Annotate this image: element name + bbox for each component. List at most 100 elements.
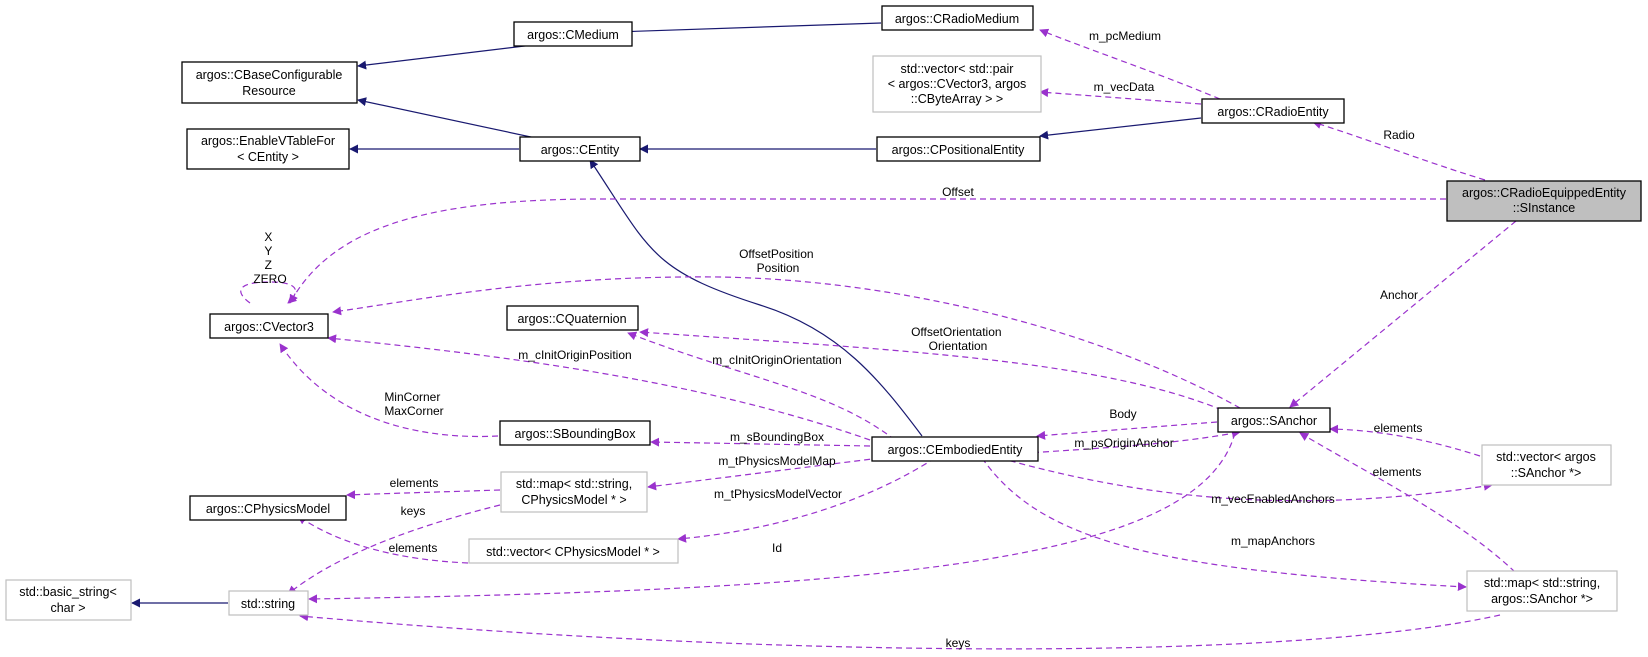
class-node-cradiomedium[interactable]: argos::CRadioMedium xyxy=(881,5,1034,31)
edge-label-self-loop: X Y Z ZERO xyxy=(253,230,286,286)
svg-text:argos::CEntity: argos::CEntity xyxy=(541,143,620,157)
inherit-edge-cradioentity-cpositional xyxy=(1039,117,1202,140)
svg-text:std::map< std::string,: std::map< std::string, xyxy=(516,477,632,491)
class-node-cradioentity[interactable]: argos::CRadioEntity xyxy=(1201,98,1345,124)
class-node-stdmap-physicsmodel[interactable]: std::map< std::string, CPhysicsModel * > xyxy=(500,471,648,513)
edge-label-m-sboundingbox: m_sBoundingBox xyxy=(730,430,824,444)
edge-label-body: Body xyxy=(1109,407,1136,421)
edge-labels: m_pcMedium m_vecData Radio Offset Anchor… xyxy=(253,29,1422,650)
svg-text:argos::CRadioMedium: argos::CRadioMedium xyxy=(895,12,1019,26)
svg-text:::SAnchor *>: ::SAnchor *> xyxy=(1511,466,1582,480)
use-edge-body xyxy=(1036,421,1218,440)
svg-text:::SInstance: ::SInstance xyxy=(1513,201,1576,215)
use-edge-offsetorientation xyxy=(639,328,1223,411)
class-node-sanchor[interactable]: argos::SAnchor xyxy=(1217,407,1331,433)
svg-text:argos::EnableVTableFor: argos::EnableVTableFor xyxy=(201,134,335,148)
class-node-stdvector-pair[interactable]: std::vector< std::pair < argos::CVector3… xyxy=(872,55,1042,113)
class-node-sboundingbox[interactable]: argos::SBoundingBox xyxy=(499,420,651,446)
class-node-basic-string[interactable]: std::basic_string< char > xyxy=(5,579,132,621)
class-node-centity[interactable]: argos::CEntity xyxy=(519,136,641,162)
edge-label-m-pcmedium: m_pcMedium xyxy=(1089,29,1161,43)
use-edge-elements-physvec xyxy=(297,515,469,564)
svg-text:char >: char > xyxy=(50,601,85,615)
class-node-stdstring[interactable]: std::string xyxy=(228,590,309,616)
svg-text:< CEntity >: < CEntity > xyxy=(237,150,299,164)
edge-label-keys-anchor: keys xyxy=(946,636,971,650)
edge-label-radio: Radio xyxy=(1383,128,1415,142)
class-node-cbaseconfigurableresource[interactable]: argos::CBaseConfigurable Resource xyxy=(181,61,358,104)
use-edge-offset xyxy=(289,198,1446,304)
svg-text:argos::CQuaternion: argos::CQuaternion xyxy=(517,312,626,326)
edge-label-offset: Offset xyxy=(942,185,974,199)
svg-text:std::vector< argos: std::vector< argos xyxy=(1496,450,1596,464)
class-node-stdmap-sanchor[interactable]: std::map< std::string, argos::SAnchor *> xyxy=(1466,570,1618,612)
class-node-cquaternion[interactable]: argos::CQuaternion xyxy=(506,305,639,331)
use-edge-offsetposition xyxy=(332,276,1241,409)
edge-label-elements-physmap: elements xyxy=(390,476,439,490)
svg-text:CPhysicsModel * >: CPhysicsModel * > xyxy=(521,493,626,507)
edge-label-id: Id xyxy=(772,541,782,555)
edge-label-m-cinitoriginposition: m_cInitOriginPosition xyxy=(518,348,631,362)
svg-text:< argos::CVector3, argos: < argos::CVector3, argos xyxy=(888,77,1027,91)
svg-text:Resource: Resource xyxy=(242,84,296,98)
use-edge-m-tphysicsmodelvector xyxy=(677,457,936,543)
svg-text:::CByteArray > >: ::CByteArray > > xyxy=(911,92,1003,106)
class-node-cpositionalentity[interactable]: argos::CPositionalEntity xyxy=(876,136,1041,162)
edge-label-elements-physvec: elements xyxy=(389,541,438,555)
svg-text:std::string: std::string xyxy=(241,597,295,611)
svg-text:argos::SAnchor: argos::SAnchor xyxy=(1231,414,1317,428)
edges xyxy=(131,22,1517,650)
use-edge-id xyxy=(308,432,1236,604)
class-node-cvector3[interactable]: argos::CVector3 xyxy=(209,313,329,339)
class-node-enablevtablefor[interactable]: argos::EnableVTableFor < CEntity > xyxy=(186,128,350,170)
use-edge-keys-physmap xyxy=(287,504,501,595)
use-edge-m-pcmedium xyxy=(1039,28,1221,100)
svg-text:argos::SAnchor *>: argos::SAnchor *> xyxy=(1491,592,1593,606)
edge-label-elements-vec: elements xyxy=(1374,421,1423,435)
use-edge-m-cinitoriginorientation xyxy=(627,331,896,441)
class-node-stdvector-sanchor[interactable]: std::vector< argos ::SAnchor *> xyxy=(1481,444,1612,486)
use-edge-elements-map-anchor xyxy=(1299,432,1516,573)
class-node-stdvector-physicsmodel[interactable]: std::vector< CPhysicsModel * > xyxy=(468,538,679,564)
edge-label-m-tphysicsmodelvector: m_tPhysicsModelVector xyxy=(714,487,842,501)
edge-label-keys-physmap: keys xyxy=(401,504,426,518)
use-edge-elements-vec xyxy=(1329,424,1481,457)
svg-text:argos::CPhysicsModel: argos::CPhysicsModel xyxy=(206,502,330,516)
svg-text:argos::CMedium: argos::CMedium xyxy=(527,28,619,42)
use-edge-keys-anchor xyxy=(299,612,1501,650)
edge-label-offsetposition: OffsetPosition Position xyxy=(739,247,817,275)
use-edge-m-vecenabledanchors xyxy=(999,457,1493,502)
use-edge-m-sboundingbox xyxy=(650,437,871,447)
inherit-edge-cmedium-cbaseconfigurable xyxy=(357,43,542,70)
class-node-cphysicsmodel[interactable]: argos::CPhysicsModel xyxy=(189,495,347,521)
nodes: argos::CMedium argos::CRadioMedium argos… xyxy=(5,5,1642,621)
use-edge-m-psoriginanchor xyxy=(1012,429,1241,455)
edge-label-offsetorientation: OffsetOrientation Orientation xyxy=(911,325,1005,353)
inherit-edge-cradiomedium-cmedium xyxy=(614,22,882,37)
use-edge-mincorner xyxy=(279,343,499,438)
svg-text:argos::SBoundingBox: argos::SBoundingBox xyxy=(515,427,637,441)
edge-label-anchor: Anchor xyxy=(1380,288,1418,302)
use-edge-m-vecdata xyxy=(1039,88,1202,105)
svg-text:std::basic_string<: std::basic_string< xyxy=(19,585,117,599)
class-node-sinstance[interactable]: argos::CRadioEquippedEntity ::SInstance xyxy=(1446,180,1642,222)
use-edge-m-tphysicsmodelmap xyxy=(647,457,881,491)
edge-label-mincorner: MinCorner MaxCorner xyxy=(384,390,443,418)
edge-label-m-psoriginanchor: m_psOriginAnchor xyxy=(1074,436,1173,450)
svg-text:std::vector< CPhysicsModel * >: std::vector< CPhysicsModel * > xyxy=(486,545,660,559)
svg-text:argos::CPositionalEntity: argos::CPositionalEntity xyxy=(892,143,1025,157)
edge-label-m-tphysicsmodelmap: m_tPhysicsModelMap xyxy=(718,454,836,468)
edge-label-m-vecenabledanchors: m_vecEnabledAnchors xyxy=(1211,492,1334,506)
class-node-cmedium[interactable]: argos::CMedium xyxy=(513,21,633,47)
edge-label-m-cinitoriginorientation: m_cInitOriginOrientation xyxy=(712,353,841,367)
svg-text:argos::CRadioEquippedEntity: argos::CRadioEquippedEntity xyxy=(1462,186,1627,200)
use-edge-radio xyxy=(1312,120,1486,181)
class-node-cembodiedentity[interactable]: argos::CEmbodiedEntity xyxy=(871,436,1039,462)
edge-label-m-mapanchors: m_mapAnchors xyxy=(1231,534,1315,548)
edge-label-elements-map-anchor: elements xyxy=(1373,465,1422,479)
use-edge-elements-physmap xyxy=(346,489,501,500)
svg-text:argos::CVector3: argos::CVector3 xyxy=(224,320,314,334)
svg-text:argos::CEmbodiedEntity: argos::CEmbodiedEntity xyxy=(888,443,1024,457)
use-edge-m-mapanchors xyxy=(981,457,1467,592)
